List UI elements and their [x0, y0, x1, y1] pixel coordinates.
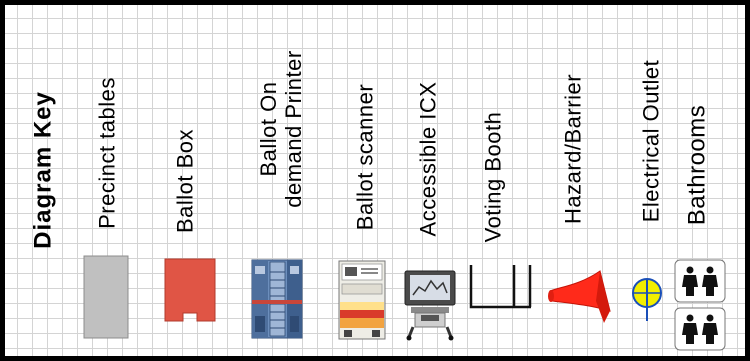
- voting-booth-icon: [468, 263, 534, 311]
- hazard-barrier-icon: [546, 267, 616, 327]
- label-accessible-icx: Accessible ICX: [416, 82, 441, 237]
- accessible-icx-icon: [403, 269, 457, 341]
- bathroom-icon: [673, 258, 729, 352]
- diagram-key-title: Diagram Key: [31, 91, 56, 249]
- label-hazard-barrier: Hazard/Barrier: [561, 74, 586, 224]
- label-ballot-scanner: Ballot scanner: [353, 84, 378, 230]
- diagram-key-panel: Diagram Key Precinct tables Ballot Box B…: [5, 5, 745, 356]
- label-electrical-outlet: Electrical Outlet: [639, 60, 664, 223]
- ballot-scanner-icon: [338, 260, 386, 340]
- label-precinct-tables: Precinct tables: [95, 77, 120, 229]
- ballot-box-icon: [164, 258, 216, 322]
- label-ballot-box: Ballot Box: [173, 129, 198, 233]
- label-ballot-on-demand-printer: Ballot On demand Printer: [256, 42, 306, 217]
- precinct-table-icon: [83, 255, 129, 339]
- label-voting-booth: Voting Booth: [481, 112, 506, 243]
- ballot-on-demand-printer-icon: [249, 256, 307, 342]
- electrical-outlet-icon: [630, 275, 670, 325]
- label-bathrooms: Bathrooms: [685, 105, 710, 226]
